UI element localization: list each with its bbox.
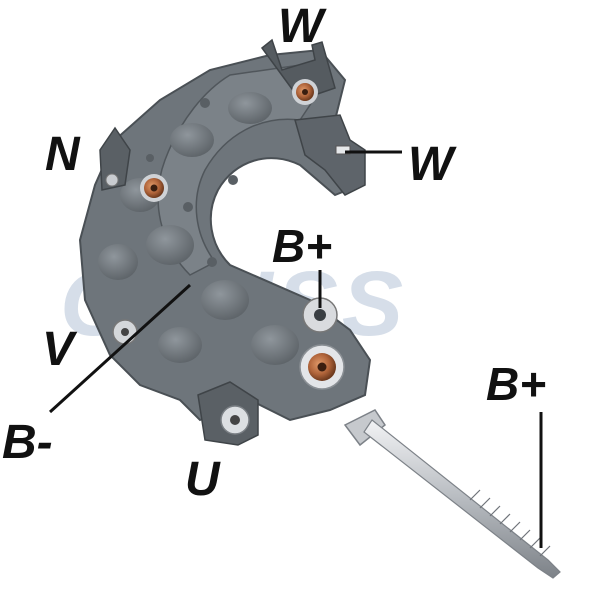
terminal-w-right (294, 114, 366, 196)
copper-eyelet (317, 362, 327, 372)
rectifier-body (78, 48, 372, 422)
terminal-w-right-slot (335, 145, 351, 155)
terminal-u-hole (230, 415, 240, 425)
diode-dome (228, 92, 272, 124)
label-u: U (185, 453, 221, 506)
rivet (207, 257, 217, 267)
b-plus-bolt (343, 409, 561, 579)
label-b-plus-center: B+ (272, 220, 332, 272)
label-b-plus-right: B+ (486, 358, 546, 410)
label-n: N (45, 128, 81, 181)
label-w-right: W (408, 138, 457, 191)
diode-dome (170, 123, 214, 157)
terminal-n (99, 126, 131, 191)
terminal-v-hole (121, 328, 129, 336)
terminal-n-hole (105, 173, 119, 187)
leader-b-minus (48, 283, 192, 414)
label-b-minus: B- (2, 416, 53, 469)
label-v: V (42, 323, 78, 376)
rivet (183, 202, 193, 212)
terminal-b-plus-center-hole (314, 309, 326, 321)
diode-dome (201, 280, 249, 320)
diode-dome (251, 325, 299, 365)
copper-eyelet (150, 184, 158, 192)
rivet (146, 154, 154, 162)
copper-eyelet (302, 89, 308, 95)
rivet (228, 175, 238, 185)
diode-dome (98, 244, 138, 280)
rivet (200, 98, 210, 108)
diode-dome (158, 327, 202, 363)
label-w-top: W (278, 0, 327, 53)
diode-dome (146, 225, 194, 265)
